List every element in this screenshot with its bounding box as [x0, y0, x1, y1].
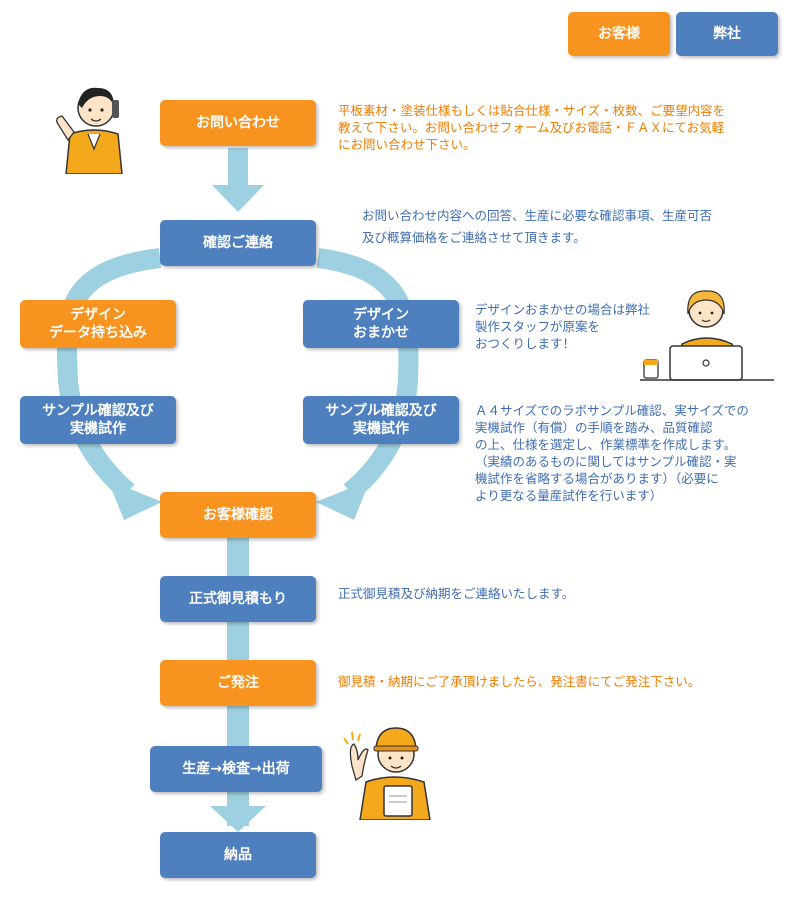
step-design-bring-line2: データ持ち込み: [49, 325, 147, 341]
arc-left: [56, 248, 162, 520]
step-design-leave-line1: デザイン: [353, 307, 409, 323]
step-customer-check: お客様確認: [160, 492, 316, 538]
step-order: ご発注: [160, 660, 316, 706]
step-sample-right: サンプル確認及び 実機試作: [303, 396, 459, 444]
step-design-bring: デザイン データ持ち込み: [20, 300, 176, 348]
note-order: 御見積・納期にご了承頂けましたら、発注書にてご発注下さい。: [338, 674, 701, 689]
arc-right: [316, 248, 419, 520]
step-customer-check-label: お客様確認: [203, 507, 273, 523]
step-confirm-contact: 確認ご連絡: [160, 220, 316, 266]
step-sample-left-line1: サンプル確認及び: [42, 403, 154, 419]
note-confirm: お問い合わせ内容への回答、生産に必要な確認事項、生産可否 及び概算価格をご連絡さ…: [362, 208, 713, 245]
step-delivery: 納品: [160, 832, 316, 878]
legend-company: 弊社: [676, 12, 778, 56]
laptop-staff-icon: [640, 290, 774, 381]
note-inquiry: 平板素材・塗装仕様もしくは貼合仕様・サイズ・枚数、ご要望内容を 教えて下さい。お…: [338, 103, 726, 152]
step-design-leave-line2: おまかせ: [353, 325, 409, 341]
step-inquiry: お問い合わせ: [160, 100, 316, 146]
note-design: デザインおまかせの場合は弊社 製作スタッフが原案を おつくりします！: [475, 302, 651, 351]
step-sample-left: サンプル確認及び 実機試作: [20, 396, 176, 444]
step-design-bring-line1: デザイン: [70, 307, 126, 323]
step-design-leave: デザイン おまかせ: [303, 300, 459, 348]
step-sample-left-line2: 実機試作: [70, 421, 126, 437]
step-quote-label: 正式御見積もり: [189, 591, 287, 607]
step-order-label: ご発注: [217, 675, 259, 691]
note-sample: Ａ４サイズでのラボサンプル確認、実サイズでの 実機試作（有償）の手順を踏み、品質…: [475, 403, 749, 503]
legend-customer: お客様: [568, 12, 670, 56]
step-sample-right-line2: 実機試作: [353, 421, 409, 437]
step-sample-right-line1: サンプル確認及び: [325, 403, 437, 419]
arrow-inquiry-to-confirm: [212, 148, 264, 212]
step-production-label: 生産→検査→出荷: [182, 761, 290, 777]
legend-customer-label: お客様: [598, 26, 640, 42]
worker-clipboard-icon: [343, 727, 431, 820]
step-quote: 正式御見積もり: [160, 576, 316, 622]
step-production: 生産→検査→出荷: [150, 746, 322, 792]
step-delivery-label: 納品: [224, 847, 252, 863]
step-inquiry-label: お問い合わせ: [196, 115, 280, 131]
step-confirm-contact-label: 確認ご連絡: [203, 235, 273, 251]
phone-caller-icon: [56, 87, 123, 174]
legend-company-label: 弊社: [713, 26, 741, 42]
note-quote: 正式御見積及び納期をご連絡いたします。: [338, 586, 575, 601]
